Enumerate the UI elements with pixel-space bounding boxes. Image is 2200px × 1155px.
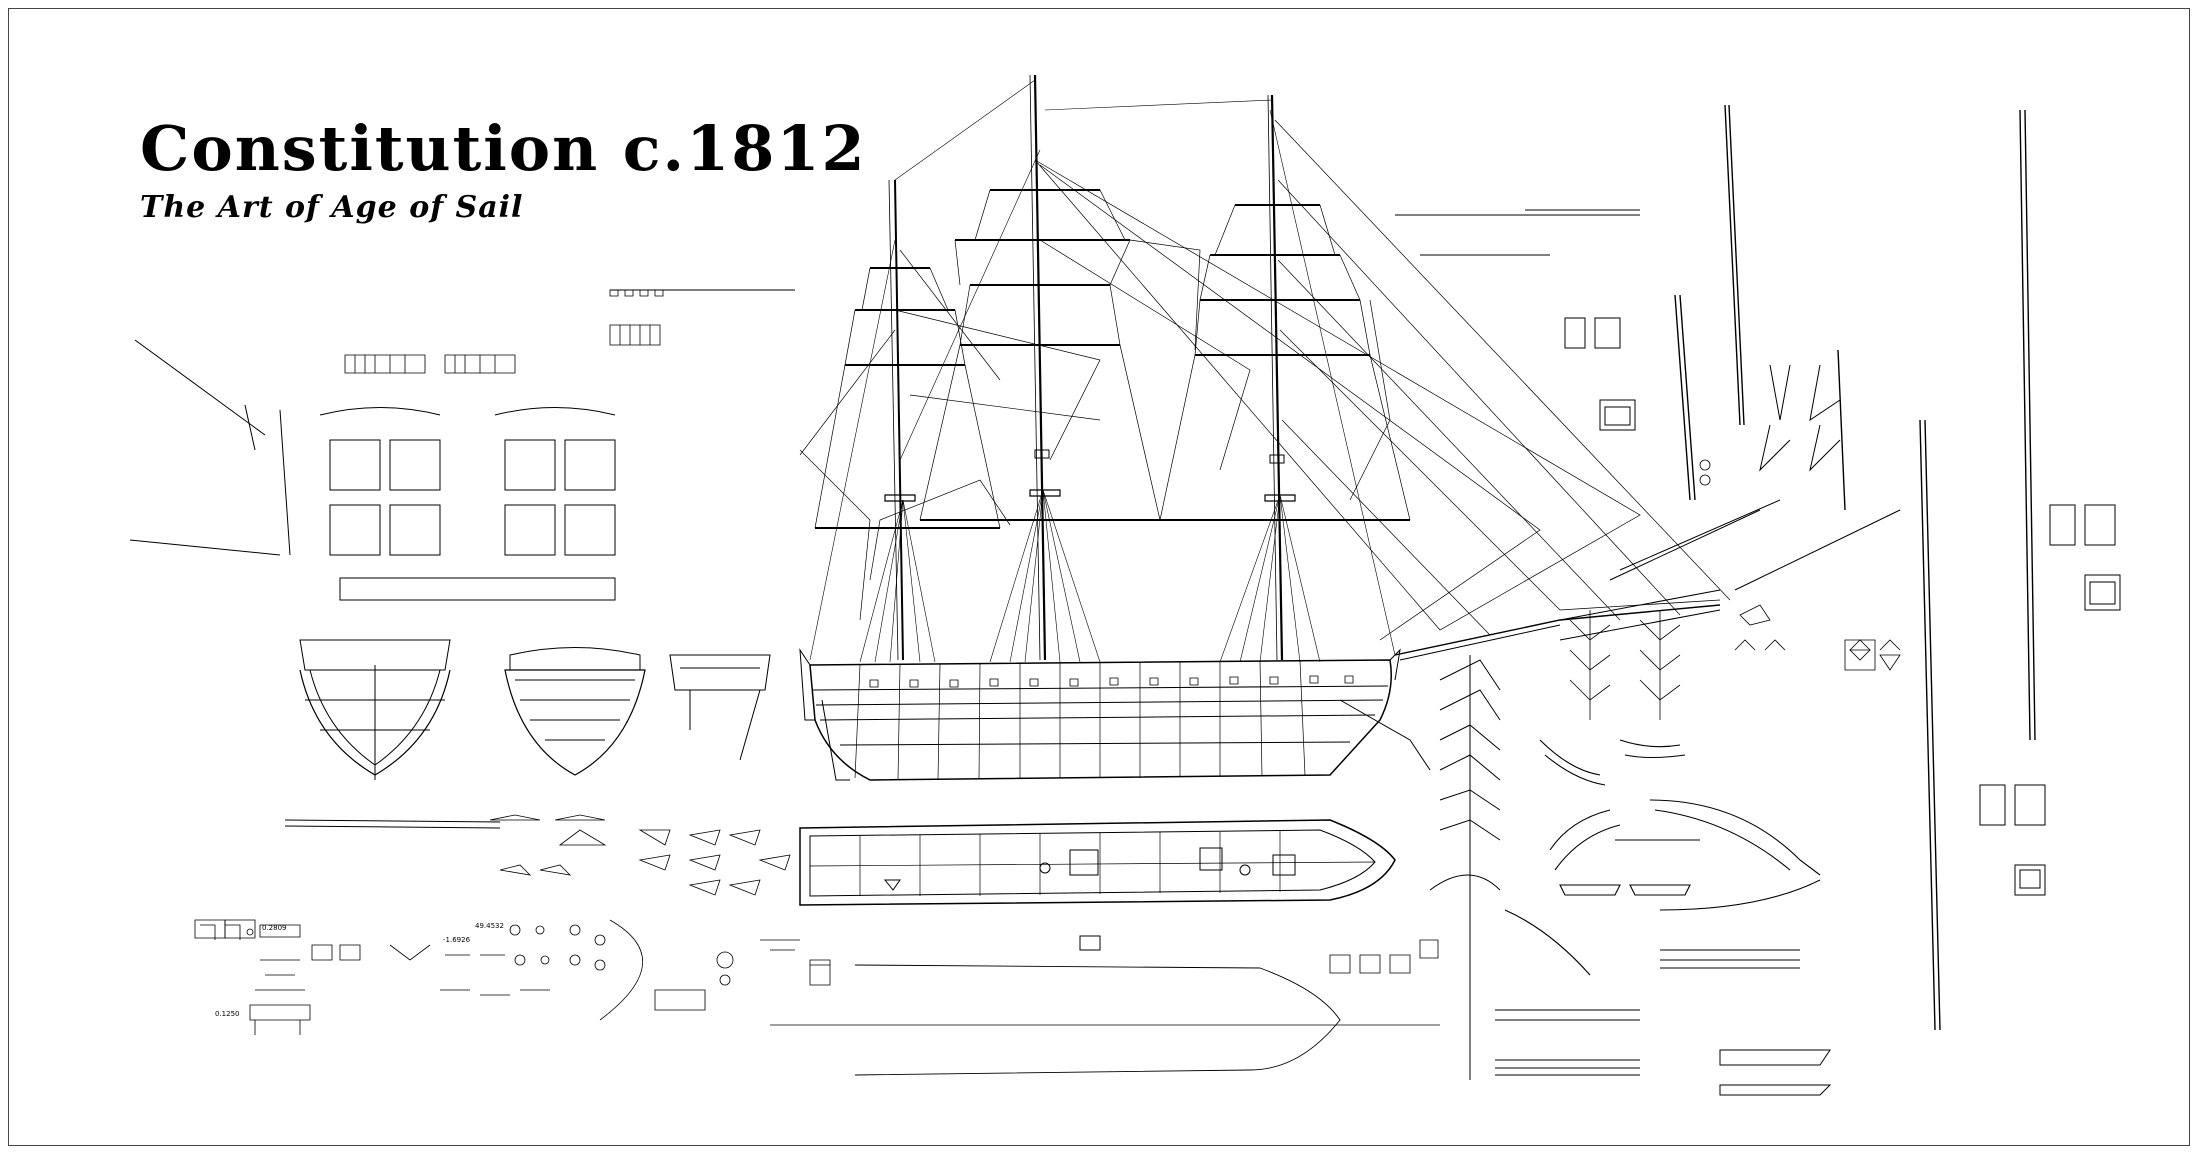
rib-curves (1505, 740, 1820, 975)
dim-label-a: 0.2809 (262, 924, 287, 932)
quarter-gallery-panels (320, 408, 615, 601)
mast-tops-right (1565, 318, 2120, 895)
rudder-and-frames (1430, 590, 1720, 1080)
dim-label-d: 0.1250 (215, 1010, 240, 1018)
plan-title: Constitution c.1812 (140, 112, 867, 185)
plan-subtitle: The Art of Age of Sail (140, 190, 524, 225)
waterline-outline (855, 965, 1340, 1075)
sail-patterns (490, 815, 790, 895)
sheet-border (8, 8, 2190, 1146)
hull-sections (300, 640, 770, 780)
reference-marks (200, 925, 830, 985)
small-fittings-right (1330, 460, 1900, 973)
gun-ports (870, 676, 1353, 687)
spare-masts-right (1675, 105, 2035, 1030)
fittings-lower-left (195, 920, 705, 1035)
dim-label-c: 49.4532 (475, 922, 504, 930)
dim-label-b: -1.6926 (443, 936, 471, 944)
ribs-grid (1560, 600, 1720, 720)
ship-profile (800, 75, 1730, 780)
spars-right (1395, 210, 1900, 1095)
stern-gallery-details (345, 290, 663, 373)
loose-spars-left (130, 290, 795, 828)
deck-plan (800, 820, 1395, 950)
